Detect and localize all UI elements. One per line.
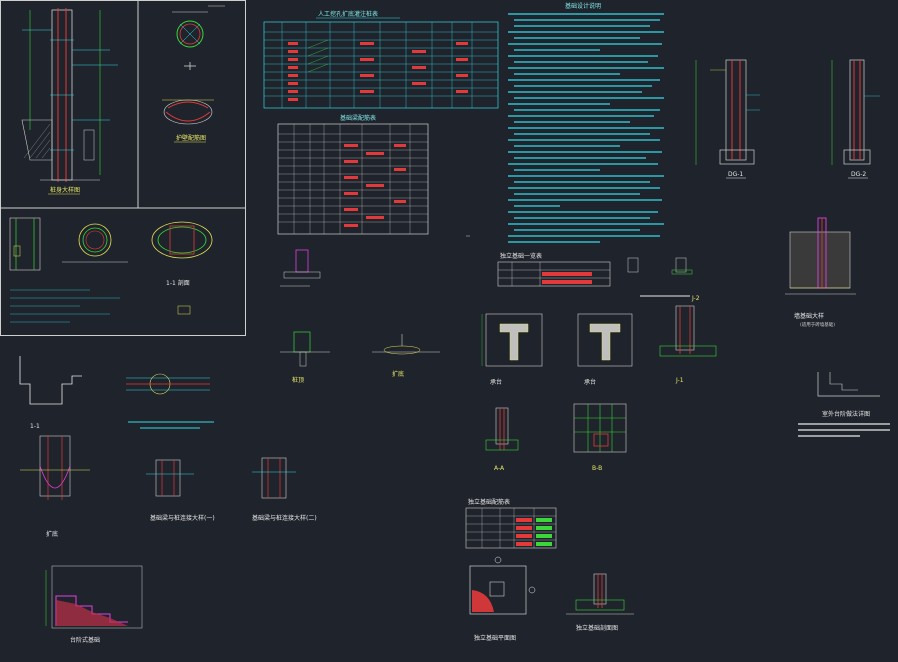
exterior-step-caption: 室外台阶做法详图 [822, 410, 870, 418]
cap-b-drawing: 承台 [577, 313, 633, 386]
plan-bottom-caption: 独立基础平面图 [474, 634, 516, 642]
aa-caption: A-A [494, 465, 505, 472]
pile-table-title: 人工挖孔扩底灌注桩表 [318, 10, 378, 18]
beam-table-title: 基础梁配筋表 [340, 114, 376, 122]
left-frames [0, 0, 246, 336]
foundation-rebar-title: 独立基础配筋表 [468, 498, 510, 506]
joint1-caption: 基础梁与桩连接大样(一) [150, 514, 215, 522]
wall-detail-subcaption: (适用于砖墙基础) [800, 321, 835, 328]
step-small-drawing [627, 257, 693, 297]
section-1-1-drawing: 1-1 剖面 [9, 217, 213, 323]
aa-drawing: A-A [485, 407, 519, 472]
bell-caption: 扩底 [392, 370, 404, 378]
section-1-1-caption: 1-1 剖面 [166, 279, 190, 287]
section-bottom-drawing: 独立基础剖面图 [566, 573, 634, 632]
bell-detail-caption: 扩底 [46, 530, 58, 538]
beam-table: 基础梁配筋表 [277, 114, 429, 235]
pile-section-caption: 护壁配筋图 [176, 134, 206, 142]
joint2-caption: 基础梁与桩连接大样(二) [252, 514, 317, 522]
bb-caption: B-B [592, 465, 602, 472]
exterior-step-detail: 室外台阶做法详图 [798, 372, 890, 437]
j1-caption: J-1 [675, 377, 684, 384]
j1-side-drawing: J-1 [659, 305, 717, 384]
j2-caption: J-2 [691, 295, 700, 302]
notes-title: 基础设计说明 [565, 2, 601, 10]
wall-detail-caption: 墙基础大样 [794, 312, 824, 320]
cap-a-drawing: 承台 [481, 313, 543, 386]
design-notes: 基础设计说明 [508, 2, 664, 243]
cap-b-caption: 承台 [584, 378, 596, 386]
cap-a-caption: 承台 [490, 378, 502, 386]
bb-drawing: B-B [573, 403, 627, 472]
stair-caption: 台阶式基础 [70, 636, 100, 644]
section-bottom-caption: 独立基础剖面图 [576, 624, 618, 632]
dg1-caption: DG-1 [728, 171, 743, 178]
left-bottom-drawings: 1-1 扩底 基础梁与桩连接大样(一) 基础梁与桩连接大样(二) 台阶式基础 [19, 356, 317, 644]
j2-drawing: J-2 [466, 235, 700, 302]
wall-detail-drawing: 墙基础大样 (适用于砖墙基础) [785, 217, 856, 328]
pile-section-drawing: 护壁配筋图 [162, 5, 225, 143]
foundation-list-table: 独立基础一览表 [497, 252, 611, 287]
dg1-drawing: DG-1 [695, 59, 760, 179]
left-bottom-caption-1: 1-1 [30, 423, 40, 430]
pile-detail-caption: 桩身大样图 [50, 186, 80, 194]
plan-bottom-drawing: 独立基础平面图 [469, 556, 536, 642]
pile-top-small [280, 249, 321, 287]
pile-top-caption: 桩顶 [292, 376, 304, 384]
dg2-caption: DG-2 [851, 171, 866, 178]
foundation-list-title: 独立基础一览表 [500, 252, 542, 260]
pile-detail-drawing: 桩身大样图 [21, 8, 118, 195]
foundation-rebar-table: 独立基础配筋表 [465, 498, 557, 549]
dg2-drawing: DG-2 [831, 59, 880, 179]
pile-table: 人工挖孔扩底灌注桩表 [263, 10, 499, 109]
bell-drawing: 扩底 [372, 334, 440, 378]
pile-top-drawing: 桩顶 [280, 331, 330, 384]
